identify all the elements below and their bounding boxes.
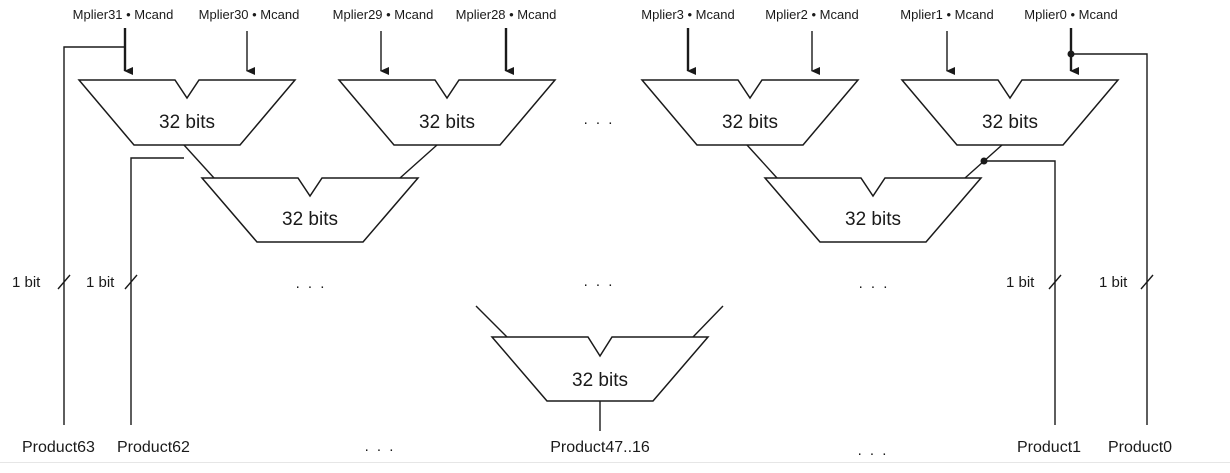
input-label-mplier28: Mplier28 • Mcand [456, 7, 557, 22]
wire-into-final-left [475, 305, 508, 338]
wire-l1a-to-l2left [183, 144, 215, 179]
wire-l1c-to-l2right [746, 144, 778, 179]
slash-product62 [124, 274, 138, 290]
ellipsis-level1: . . . [584, 111, 615, 128]
input-label-mplier3: Mplier3 • Mcand [641, 7, 734, 22]
adder-final-label: 32 bits [572, 370, 628, 391]
adder-final [490, 336, 710, 402]
adder-level1-b [337, 79, 557, 146]
wire-l1b-to-l2left [399, 144, 438, 179]
output-label-product62: Product62 [117, 439, 190, 456]
input-label-mplier31: Mplier31 • Mcand [73, 7, 174, 22]
ellipsis-bottom-left: . . . [365, 438, 396, 455]
bit-label-product0: 1 bit [1099, 274, 1128, 291]
ellipsis-bottom-right: . . . [858, 442, 889, 459]
slash-product0 [1140, 274, 1154, 290]
slash-product63 [57, 274, 71, 290]
output-label-product63: Product63 [22, 439, 95, 456]
junction-product1 [980, 157, 988, 165]
ellipsis-mid-right: . . . [859, 275, 890, 292]
bit-label-product1: 1 bit [1006, 274, 1035, 291]
input-label-mplier29: Mplier29 • Mcand [333, 7, 434, 22]
input-label-mplier30: Mplier30 • Mcand [199, 7, 300, 22]
wire-into-final-right [692, 305, 724, 338]
wire-product1 [984, 160, 1056, 425]
ellipsis-mid-left: . . . [296, 275, 327, 292]
wire-product62 [130, 157, 184, 425]
adder-level1-c [640, 79, 860, 146]
adder-level1-b-label: 32 bits [419, 112, 475, 133]
junction-product0 [1067, 50, 1075, 58]
bit-label-product63: 1 bit [12, 274, 41, 291]
adder-level1-a [77, 79, 297, 146]
bottom-divider [0, 462, 1230, 463]
adder-level2-right [763, 177, 983, 243]
slash-product1 [1048, 274, 1062, 290]
output-label-product1: Product1 [1017, 439, 1081, 456]
adder-level1-a-label: 32 bits [159, 112, 215, 133]
input-label-mplier2: Mplier2 • Mcand [765, 7, 858, 22]
wire-product0 [1071, 53, 1148, 425]
adder-level1-d-label: 32 bits [982, 112, 1038, 133]
output-label-product0: Product0 [1108, 439, 1172, 456]
adder-level1-d [900, 79, 1120, 146]
adder-level2-left-label: 32 bits [282, 209, 338, 230]
adder-level2-right-label: 32 bits [845, 209, 901, 230]
ellipsis-mid-center: . . . [584, 273, 615, 290]
adder-level2-left [200, 177, 420, 243]
bit-label-product62: 1 bit [86, 274, 115, 291]
input-label-mplier1: Mplier1 • Mcand [900, 7, 993, 22]
adder-level1-c-label: 32 bits [722, 112, 778, 133]
wire-product63 [63, 46, 125, 425]
input-label-mplier0: Mplier0 • Mcand [1024, 7, 1117, 22]
output-label-product47-16: Product47..16 [550, 439, 650, 456]
